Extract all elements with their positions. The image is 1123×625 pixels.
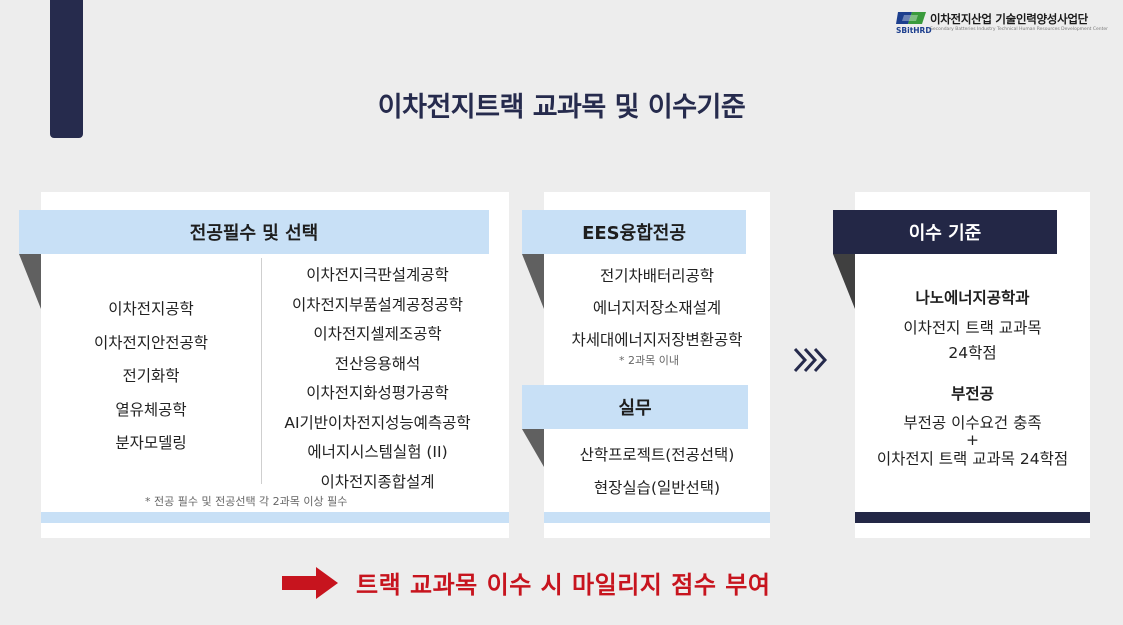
course-item: 전기차배터리공학 <box>599 267 715 285</box>
course-item: 전기화학 <box>122 367 180 385</box>
course-item: 이차전지종합설계 <box>320 472 435 491</box>
red-arrow-right-icon <box>282 566 338 599</box>
major-header: 전공필수 및 선택 <box>19 210 489 254</box>
criteria-minor-plus: + <box>966 431 979 449</box>
major-note: * 전공 필수 및 전공선택 각 2과목 이상 필수 <box>145 495 348 508</box>
criteria-nano-line: 이차전지 트랙 교과목 <box>903 319 1042 337</box>
course-item: 에너지저장소재설계 <box>592 299 722 317</box>
practice-list: 산학프로젝트(전공선택) 현장실습(일반선택) <box>544 443 770 498</box>
criteria-minor: 부전공 부전공 이수요건 충족 + 이차전지 트랙 교과목 24학점 <box>855 382 1090 469</box>
practice-fold <box>522 429 544 467</box>
ees-header: EES융합전공 <box>522 210 746 254</box>
sbithrd-logo-icon <box>896 12 926 24</box>
course-item: 이차전지극판설계공학 <box>306 266 449 284</box>
course-item: 이차전지셀제조공학 <box>313 325 442 343</box>
ees-bottom-bar <box>544 512 770 523</box>
triple-chevron-right-icon <box>793 347 828 373</box>
major-divider <box>261 258 262 484</box>
major-bottom-bar <box>41 512 509 523</box>
criteria-nano-line: 24학점 <box>948 344 997 362</box>
course-item: 이차전지공학 <box>108 300 194 318</box>
ees-note: * 2과목 이내 <box>619 354 679 367</box>
course-item: 차세대에너지저장변환공학 <box>571 331 743 349</box>
ees-fold <box>522 254 544 309</box>
logo-name: 이차전지산업 기술인력양성사업단 <box>930 12 1088 26</box>
criteria-nano: 나노에너지공학과 이차전지 트랙 교과목 24학점 <box>855 286 1090 363</box>
course-item: 분자모델링 <box>115 434 187 452</box>
criteria-bottom-bar <box>855 512 1090 523</box>
criteria-minor-line: 이차전지 트랙 교과목 24학점 <box>876 450 1069 468</box>
major-required-list: 이차전지공학 이차전지안전공학 전기화학 열유체공학 분자모델링 <box>41 297 261 453</box>
course-item: 이차전지화성평가공학 <box>306 384 449 402</box>
major-elective-list: 이차전지극판설계공학 이차전지부품설계공정공학 이차전지셀제조공학 전산응용해석… <box>262 263 493 492</box>
course-item: 에너지시스템실험 (II) <box>307 443 448 461</box>
course-item: 산학프로젝트(전공선택) <box>579 446 735 464</box>
course-item: 이차전지안전공학 <box>93 333 209 352</box>
bookmark-tab <box>50 0 83 138</box>
course-item: 현장실습(일반선택) <box>593 479 721 497</box>
criteria-fold <box>833 254 855 309</box>
ees-list: 전기차배터리공학 에너지저장소재설계 차세대에너지저장변환공학 <box>544 264 770 350</box>
criteria-minor-line: 부전공 이수요건 충족 <box>903 414 1042 432</box>
criteria-nano-title: 나노에너지공학과 <box>915 289 1030 307</box>
criteria-minor-title: 부전공 <box>951 385 994 403</box>
major-fold <box>19 254 41 309</box>
logo: 이차전지산업 기술인력양성사업단 SBitHRD Secondary Batte… <box>896 10 1108 36</box>
course-item: AI기반이차전지성능예측공학 <box>284 413 471 432</box>
bottom-message: 트랙 교과목 이수 시 마일리지 점수 부여 <box>282 565 770 600</box>
logo-subtitle: Secondary Batteries Industry Technical H… <box>930 27 1109 32</box>
page-title: 이차전지트랙 교과목 및 이수기준 <box>377 92 746 123</box>
criteria-header: 이수 기준 <box>833 210 1057 254</box>
course-item: 이차전지부품설계공정공학 <box>291 295 464 314</box>
bottom-message-text: 트랙 교과목 이수 시 마일리지 점수 부여 <box>356 571 771 599</box>
practice-header: 실무 <box>522 385 748 429</box>
course-item: 열유체공학 <box>115 400 187 419</box>
logo-brand: SBitHRD <box>896 26 932 35</box>
course-item: 전산응용해석 <box>334 354 421 373</box>
